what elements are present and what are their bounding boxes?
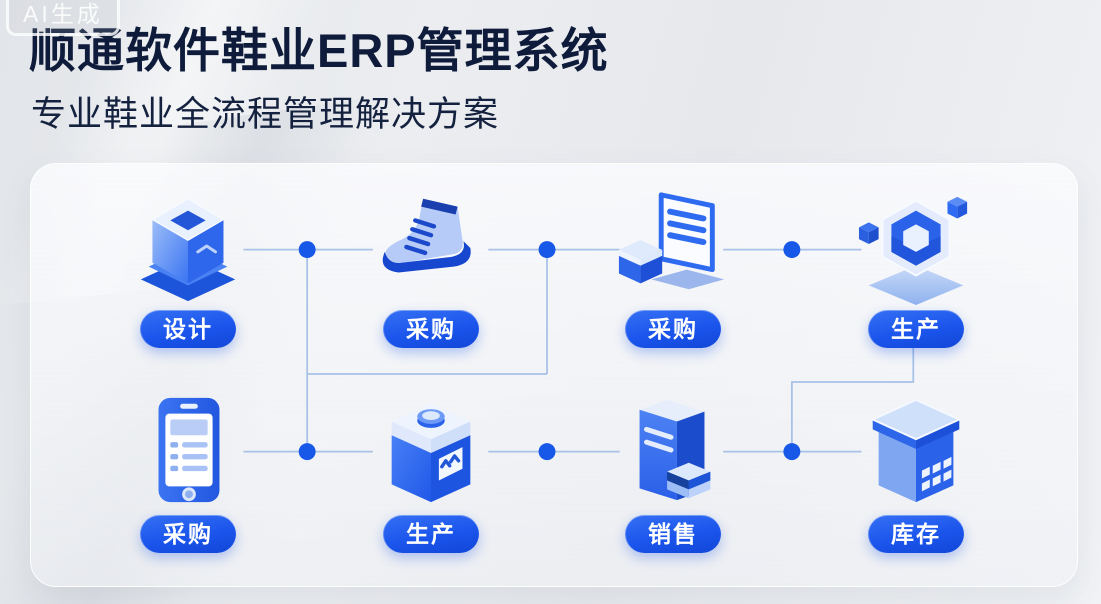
design-cube-icon <box>126 184 250 308</box>
phone-icon <box>126 389 250 513</box>
flow-node-design: 设计 <box>100 184 276 348</box>
node-label-sales: 销售 <box>625 515 721 553</box>
flow-node-production-hex: 生产 <box>828 184 1004 348</box>
flow-panel: 设计 采购 <box>30 163 1078 587</box>
sales-ledger-icon <box>611 389 735 513</box>
inventory-box-icon <box>854 389 978 513</box>
flow-node-production-machine: 生产 <box>343 389 519 553</box>
page-subtitle: 专业鞋业全流程管理解决方案 <box>31 95 500 134</box>
flow-node-purchase-mobile: 采购 <box>100 389 276 553</box>
flow-node-sales: 销售 <box>585 389 761 553</box>
flow-node-purchase-shoe: 采购 <box>343 184 519 348</box>
order-panel-icon <box>611 184 735 308</box>
production-hex-icon <box>854 184 978 308</box>
node-label-purchase: 采购 <box>140 515 236 553</box>
ai-generated-watermark: AI生成 <box>6 0 120 36</box>
flow-node-inventory: 库存 <box>828 389 1004 553</box>
node-label-production: 生产 <box>868 310 964 348</box>
boot-icon <box>369 184 493 308</box>
flow-node-purchase-order: 采购 <box>585 184 761 348</box>
node-label-design: 设计 <box>140 310 236 348</box>
machine-icon <box>369 389 493 513</box>
node-label-purchase: 采购 <box>625 310 721 348</box>
node-label-inventory: 库存 <box>868 515 964 553</box>
node-label-purchase: 采购 <box>383 310 479 348</box>
node-label-production: 生产 <box>383 515 479 553</box>
